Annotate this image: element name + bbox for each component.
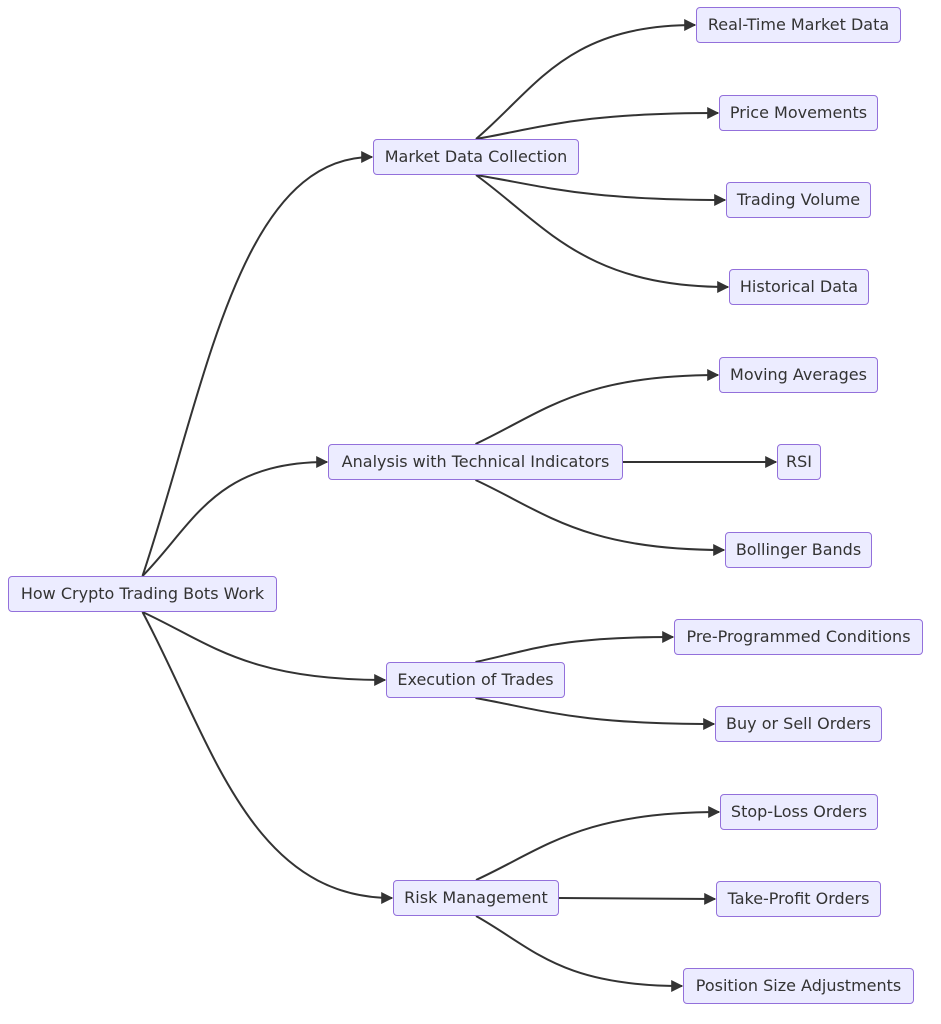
edge-root-to-analysis	[141, 456, 329, 577]
node-label: Buy or Sell Orders	[726, 714, 871, 733]
node-analysis-technical-indicators[interactable]: Analysis with Technical Indicators	[328, 444, 623, 480]
node-label: Historical Data	[739, 277, 859, 296]
node-market-data-collection[interactable]: Market Data Collection	[373, 139, 579, 175]
node-bollinger-bands[interactable]: Bollinger Bands	[725, 532, 872, 568]
edge-analysis-to-ma	[475, 369, 720, 445]
node-label: Real-Time Market Data	[707, 15, 890, 34]
node-label: Risk Management	[404, 888, 548, 907]
edge-root-to-risk	[141, 611, 394, 904]
edge-market-to-volume	[475, 174, 727, 206]
node-stop-loss-orders[interactable]: Stop-Loss Orders	[720, 794, 878, 830]
node-label: Moving Averages	[730, 365, 867, 384]
node-label: Execution of Trades	[397, 670, 554, 689]
node-risk-management[interactable]: Risk Management	[393, 880, 559, 916]
node-moving-averages[interactable]: Moving Averages	[719, 357, 878, 393]
node-label: Bollinger Bands	[735, 540, 862, 559]
node-take-profit-orders[interactable]: Take-Profit Orders	[716, 881, 881, 917]
node-pre-programmed-conditions[interactable]: Pre-Programmed Conditions	[674, 619, 923, 655]
node-label: RSI	[786, 452, 812, 471]
edge-execution-to-buysell	[475, 697, 716, 730]
edge-execution-to-preprog	[475, 631, 675, 663]
node-label: Price Movements	[729, 103, 868, 122]
node-label: Position Size Adjustments	[695, 976, 902, 995]
node-real-time-market-data[interactable]: Real-Time Market Data	[696, 7, 901, 43]
edge-root-to-market	[141, 151, 374, 577]
edge-root-to-execution	[142, 611, 387, 686]
node-label: Pre-Programmed Conditions	[686, 627, 911, 646]
node-label: Take-Profit Orders	[727, 889, 870, 908]
edge-risk-to-position	[475, 915, 684, 992]
edge-analysis-to-bollinger	[475, 479, 726, 556]
node-root[interactable]: How Crypto Trading Bots Work	[8, 576, 277, 612]
node-label: Market Data Collection	[384, 147, 568, 166]
edge-risk-to-takeprofit	[558, 892, 717, 905]
node-trading-volume[interactable]: Trading Volume	[726, 182, 871, 218]
node-price-movements[interactable]: Price Movements	[719, 95, 878, 131]
edge-market-to-price	[475, 107, 720, 140]
node-execution-of-trades[interactable]: Execution of Trades	[386, 662, 565, 698]
node-historical-data[interactable]: Historical Data	[729, 269, 869, 305]
node-position-size-adjustments[interactable]: Position Size Adjustments	[683, 968, 914, 1004]
node-label: How Crypto Trading Bots Work	[20, 584, 265, 603]
edge-risk-to-stoploss	[475, 806, 721, 881]
edge-market-to-historical	[475, 174, 730, 293]
node-buy-or-sell-orders[interactable]: Buy or Sell Orders	[715, 706, 882, 742]
edge-market-to-realtime	[475, 19, 697, 140]
node-label: Stop-Loss Orders	[730, 802, 868, 821]
node-label: Analysis with Technical Indicators	[341, 452, 610, 471]
node-label: Trading Volume	[736, 190, 861, 209]
node-rsi[interactable]: RSI	[777, 444, 821, 480]
